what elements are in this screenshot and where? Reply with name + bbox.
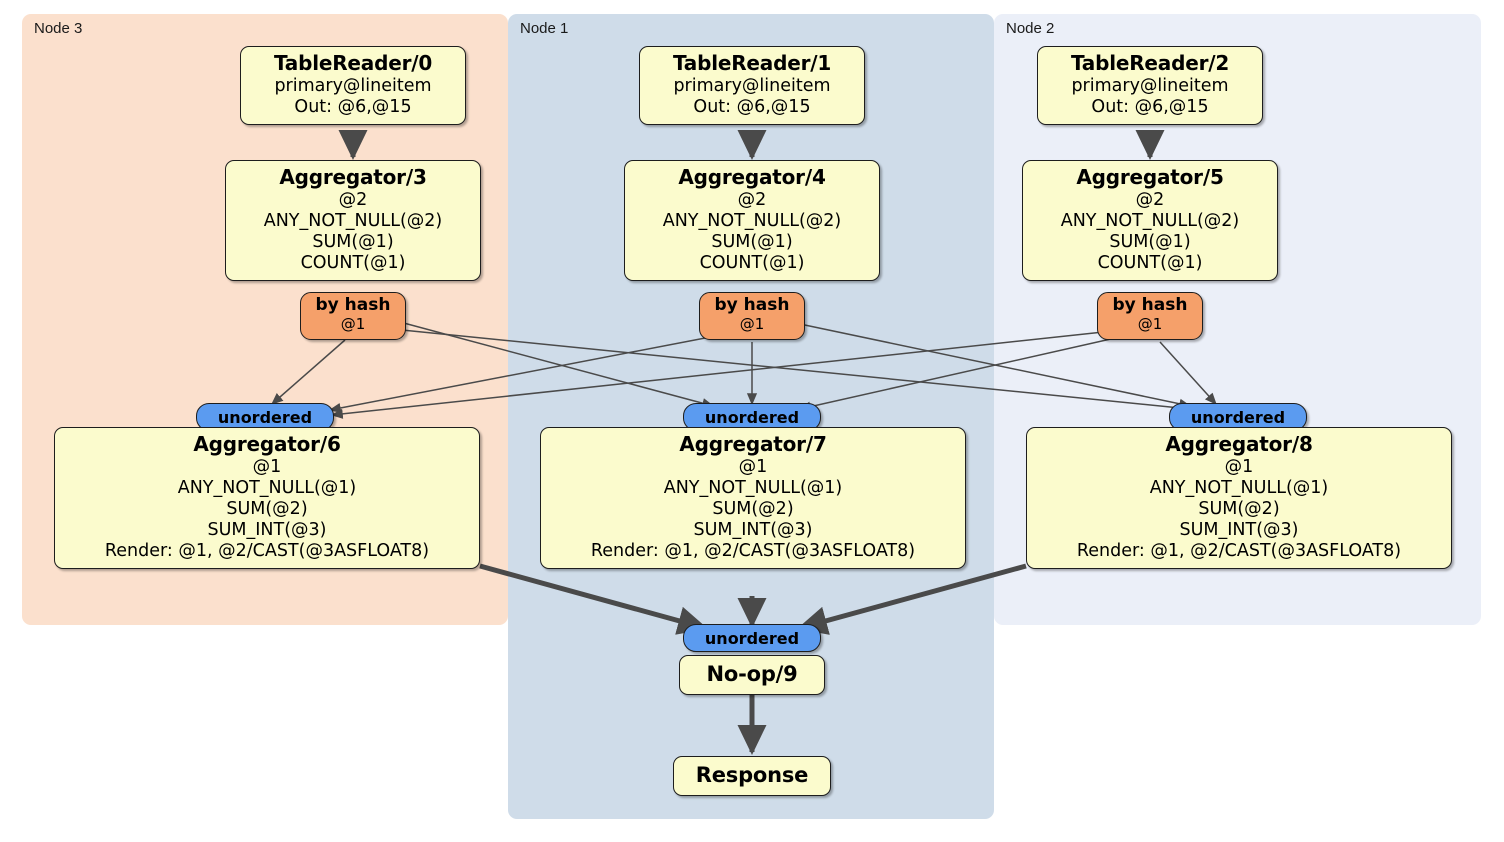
processor-title: Aggregator/8 (1165, 432, 1313, 456)
processor-title: TableReader/1 (672, 51, 832, 75)
processor-line: @1 (1224, 457, 1254, 477)
node-panel-label-node1: Node 1 (520, 20, 569, 37)
processor-response[interactable]: Response (673, 756, 831, 797)
processor-line: primary@lineitem (1071, 76, 1229, 96)
processor-line: SUM(@2) (226, 499, 308, 519)
processor-noop-9[interactable]: No-op/9 (679, 655, 825, 696)
processor-title: TableReader/2 (1070, 51, 1230, 75)
processor-line: Out: @6,@15 (294, 97, 412, 117)
processor-aggregator-5[interactable]: Aggregator/5 @2 ANY_NOT_NULL(@2) SUM(@1)… (1022, 160, 1278, 281)
processor-line: primary@lineitem (274, 76, 432, 96)
processor-line: ANY_NOT_NULL(@2) (1060, 211, 1240, 231)
processor-title: Aggregator/3 (279, 165, 427, 189)
processor-line: COUNT(@1) (300, 253, 406, 273)
processor-aggregator-6[interactable]: Aggregator/6 @1 ANY_NOT_NULL(@1) SUM(@2)… (54, 427, 480, 569)
processor-line: Out: @6,@15 (693, 97, 811, 117)
processor-line: @1 (252, 457, 282, 477)
router-badge-label: by hash (1112, 295, 1188, 315)
processor-aggregator-8[interactable]: Aggregator/8 @1 ANY_NOT_NULL(@1) SUM(@2)… (1026, 427, 1452, 569)
processor-line: Render: @1, @2/CAST(@3ASFLOAT8) (1076, 541, 1402, 561)
processor-line: SUM(@2) (712, 499, 794, 519)
processor-line: Render: @1, @2/CAST(@3ASFLOAT8) (104, 541, 430, 561)
router-badge-by-hash-0[interactable]: by hash @1 (300, 292, 406, 340)
processor-line: SUM_INT(@3) (1179, 520, 1299, 540)
processor-line: SUM(@2) (1198, 499, 1280, 519)
router-badge-by-hash-2[interactable]: by hash @1 (1097, 292, 1203, 340)
router-badge-by-hash-1[interactable]: by hash @1 (699, 292, 805, 340)
processor-title: Response (695, 763, 809, 787)
processor-title: Aggregator/7 (679, 432, 827, 456)
processor-line: SUM(@1) (1109, 232, 1191, 252)
router-badge-label: by hash (714, 295, 790, 315)
processor-line: ANY_NOT_NULL(@2) (662, 211, 842, 231)
synchronizer-badge-unordered-final[interactable]: unordered (683, 624, 821, 652)
processor-line: Render: @1, @2/CAST(@3ASFLOAT8) (590, 541, 916, 561)
processor-line: ANY_NOT_NULL(@1) (1149, 478, 1329, 498)
router-badge-label: by hash (315, 295, 391, 315)
synchronizer-badge-unordered-left[interactable]: unordered (196, 403, 334, 431)
processor-title: No-op/9 (706, 662, 798, 686)
processor-line: ANY_NOT_NULL(@2) (263, 211, 443, 231)
processor-line: SUM(@1) (312, 232, 394, 252)
processor-tablereader-1[interactable]: TableReader/1 primary@lineitem Out: @6,@… (639, 46, 865, 125)
processor-title: TableReader/0 (273, 51, 433, 75)
processor-line: primary@lineitem (673, 76, 831, 96)
node-panel-label-node2: Node 2 (1006, 20, 1055, 37)
processor-line: COUNT(@1) (699, 253, 805, 273)
router-badge-sub: @1 (340, 314, 366, 333)
processor-line: SUM_INT(@3) (207, 520, 327, 540)
synchronizer-badge-label: unordered (704, 628, 800, 648)
synchronizer-badge-label: unordered (704, 407, 800, 427)
router-badge-sub: @1 (1137, 314, 1163, 333)
processor-title: Aggregator/4 (678, 165, 826, 189)
synchronizer-badge-label: unordered (217, 407, 313, 427)
processor-line: @2 (1135, 190, 1165, 210)
synchronizer-badge-unordered-mid[interactable]: unordered (683, 403, 821, 431)
processor-title: Aggregator/6 (193, 432, 341, 456)
processor-aggregator-4[interactable]: Aggregator/4 @2 ANY_NOT_NULL(@2) SUM(@1)… (624, 160, 880, 281)
processor-tablereader-2[interactable]: TableReader/2 primary@lineitem Out: @6,@… (1037, 46, 1263, 125)
processor-line: @2 (737, 190, 767, 210)
processor-tablereader-0[interactable]: TableReader/0 primary@lineitem Out: @6,@… (240, 46, 466, 125)
processor-line: Out: @6,@15 (1091, 97, 1209, 117)
processor-line: ANY_NOT_NULL(@1) (663, 478, 843, 498)
processor-line: SUM(@1) (711, 232, 793, 252)
processor-line: COUNT(@1) (1097, 253, 1203, 273)
processor-aggregator-7[interactable]: Aggregator/7 @1 ANY_NOT_NULL(@1) SUM(@2)… (540, 427, 966, 569)
processor-title: Aggregator/5 (1076, 165, 1224, 189)
processor-line: @1 (738, 457, 768, 477)
node-panel-label-node3: Node 3 (34, 20, 83, 37)
synchronizer-badge-label: unordered (1190, 407, 1286, 427)
processor-line: @2 (338, 190, 368, 210)
router-badge-sub: @1 (739, 314, 765, 333)
processor-line: ANY_NOT_NULL(@1) (177, 478, 357, 498)
processor-line: SUM_INT(@3) (693, 520, 813, 540)
processor-aggregator-3[interactable]: Aggregator/3 @2 ANY_NOT_NULL(@2) SUM(@1)… (225, 160, 481, 281)
